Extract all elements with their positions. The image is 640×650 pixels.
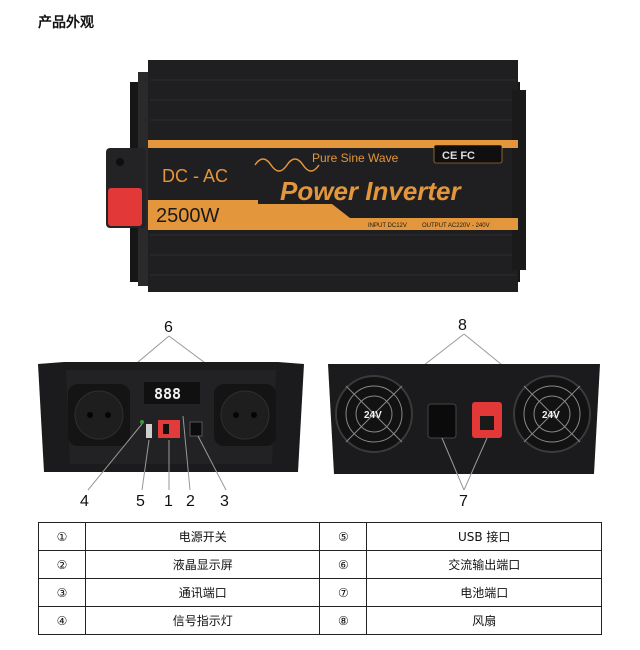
power-badge	[148, 200, 258, 230]
input-spec: INPUT DC12V	[368, 223, 407, 229]
power-rating: 2500W	[156, 205, 219, 227]
legend-label: 交流输出端口	[366, 550, 602, 579]
callout-2: 2	[186, 493, 195, 510]
legend-label: 电池端口	[366, 578, 602, 607]
fan-left-label: 24V	[364, 410, 382, 421]
type-label: DC - AC	[162, 166, 228, 186]
legend-number: ①	[38, 522, 86, 551]
cert-mark: CE FC	[442, 150, 475, 162]
wave-label: Pure Sine Wave	[312, 151, 399, 165]
table-row: ① 电源开关 ⑤ USB 接口	[38, 522, 602, 551]
fan-right: 24V	[513, 375, 591, 453]
callout-7: 7	[459, 493, 468, 510]
right-bracket	[512, 90, 526, 270]
usb-port	[146, 424, 152, 438]
front-panel-image: 6 888 4 5 1 2 3	[38, 319, 304, 510]
inverter-ribs	[150, 79, 516, 276]
lcd-display	[144, 382, 200, 404]
legend-number: ⑧	[319, 606, 368, 635]
legend-label: 电源开关	[84, 522, 321, 551]
legend-label: USB 接口	[366, 522, 602, 551]
callout-4: 4	[80, 493, 89, 510]
fan-left: 24V	[335, 375, 413, 453]
legend-number: ⑦	[319, 578, 368, 607]
output-spec: OUTPUT AC220V - 240V	[422, 223, 490, 229]
legend-label: 风扇	[366, 606, 602, 635]
fan-right-label: 24V	[542, 410, 560, 421]
battery-terminal-negative	[427, 403, 457, 439]
legend-number: ④	[38, 606, 86, 635]
parts-legend-table: ① 电源开关 ⑤ USB 接口 ② 液晶显示屏 ⑥ 交流输出端口 ③ 通讯端口 …	[38, 522, 602, 635]
legend-number: ⑥	[319, 550, 368, 579]
lcd-digits: 888	[154, 385, 181, 403]
table-row: ② 液晶显示屏 ⑥ 交流输出端口	[38, 550, 602, 579]
label-stripe-top	[148, 140, 518, 148]
table-row: ③ 通讯端口 ⑦ 电池端口	[38, 578, 602, 607]
cert-box	[433, 144, 503, 164]
red-battery-terminal	[108, 188, 142, 226]
ac-outlet-right	[214, 384, 276, 446]
inverter-body	[148, 60, 518, 292]
callout-7-lines	[441, 437, 488, 491]
legend-label: 液晶显示屏	[84, 550, 321, 579]
callout-6: 6	[164, 319, 173, 336]
signal-led	[140, 420, 144, 424]
section-heading: 产品外观	[38, 15, 94, 31]
ac-outlet-left	[68, 384, 130, 446]
sine-wave	[254, 158, 320, 172]
legend-label: 通讯端口	[84, 578, 321, 607]
legend-number: ③	[38, 578, 86, 607]
callout-1: 1	[164, 493, 173, 510]
legend-number: ⑤	[319, 522, 368, 551]
front-callout-lines	[87, 415, 227, 491]
power-switch-rocker	[163, 424, 169, 434]
legend-label: 信号指示灯	[84, 606, 321, 635]
mount-hole	[116, 158, 124, 166]
legend-number: ②	[38, 550, 86, 579]
product-title: Power Inverter	[280, 176, 463, 206]
table-row: ④ 信号指示灯 ⑧ 风扇	[38, 606, 602, 635]
callout-5: 5	[136, 493, 145, 510]
inverter-product-image: DC - AC Pure Sine Wave CE FC Power Inver…	[106, 60, 526, 292]
callout-8: 8	[458, 317, 467, 334]
rear-panel-image: 8 24V 24V 7	[328, 317, 600, 510]
comm-port	[189, 421, 203, 437]
callout-3: 3	[220, 493, 229, 510]
